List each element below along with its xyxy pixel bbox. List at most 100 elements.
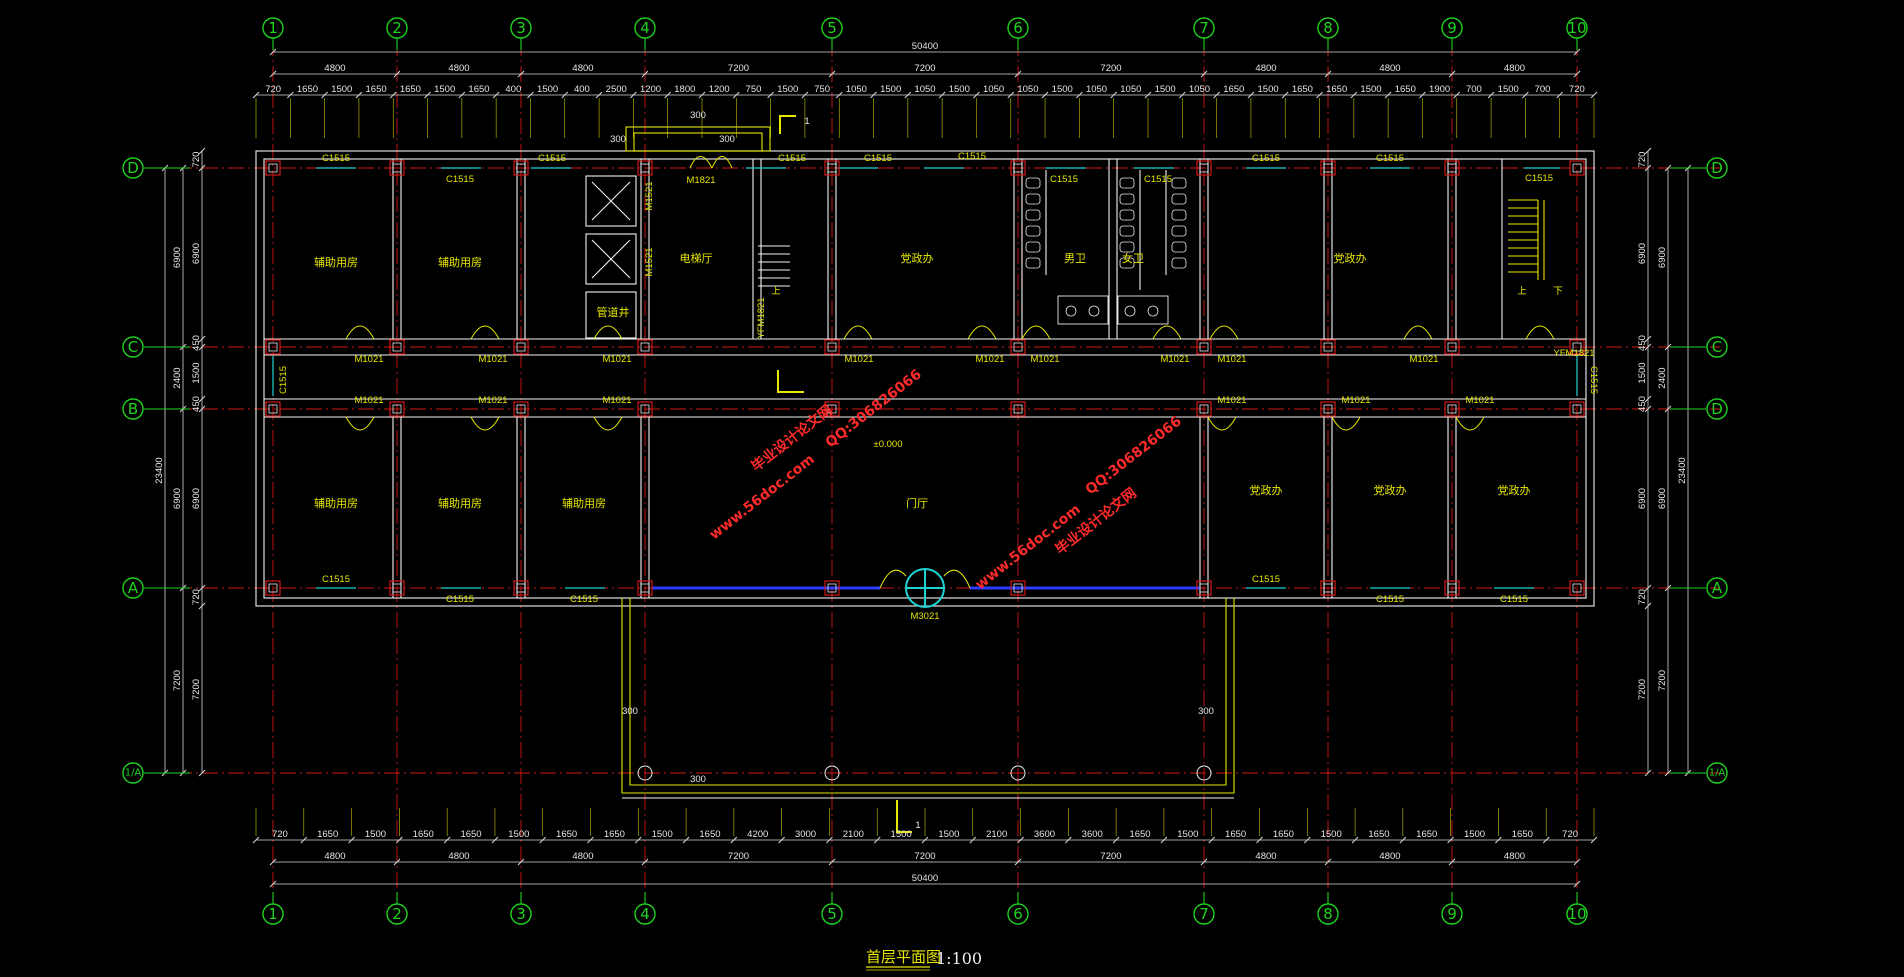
door-swing [967, 325, 997, 340]
toilet-fixture [1119, 225, 1135, 237]
dim-left-parts-label: 6900 [191, 488, 202, 509]
dim-bot-detail-label: 1500 [938, 829, 959, 840]
toilet-fixture [1171, 193, 1187, 205]
level-mark: ±0.000 [874, 439, 903, 450]
door-swing [470, 416, 500, 431]
section-marker [777, 370, 804, 393]
axis-bubble [1566, 903, 1588, 925]
front-porch-inner [629, 598, 1227, 786]
structural-column-core [1572, 583, 1582, 593]
dim-top-detail-tick [355, 91, 363, 99]
structural-column-core [516, 163, 526, 173]
dim-bot-detail-label: 1650 [1416, 829, 1437, 840]
axis-label-row: 1/A [125, 768, 142, 779]
dim-bot-detail-tick [396, 836, 403, 844]
dim-left-parts-tick [198, 405, 206, 413]
elevator-shaft [585, 233, 637, 285]
outer-wall-inner [263, 158, 1587, 599]
dim-top-detail-tick [938, 91, 946, 99]
structural-column [389, 160, 405, 176]
dim-top-detail-label: 700 [1466, 84, 1482, 95]
window-label: C1515 [446, 594, 474, 605]
axis-label-row: B [128, 400, 138, 418]
structural-column-core [640, 404, 650, 414]
dim-right-bays-tick [1664, 405, 1672, 413]
window-label: C1515 [570, 594, 598, 605]
door-swing [593, 416, 623, 431]
fire-door-label: YFM1821 [1553, 348, 1594, 359]
dim-top-total-tick [269, 48, 277, 56]
structural-column-core [268, 163, 278, 173]
dim-top-bays-tick [393, 70, 401, 78]
structural-column [1569, 580, 1585, 596]
dim-bot-bays-label: 4800 [324, 851, 345, 862]
toilet-fixture [1171, 177, 1187, 189]
dim-top-detail-tick [1110, 91, 1118, 99]
dim-top-detail-label: 1500 [434, 84, 455, 95]
door-label: M1021 [602, 354, 631, 365]
room-office-2: 党政办 [1334, 251, 1367, 265]
dim-top-detail-label: 700 [1535, 84, 1551, 95]
room-aux-1: 辅助用房 [314, 255, 358, 269]
dim-left-parts-label: 450 [191, 335, 202, 351]
dim-top-detail-tick [870, 91, 877, 99]
dim-bot-bays-tick [1324, 858, 1332, 866]
elevator-shaft [585, 175, 637, 227]
door-label: M1021 [478, 395, 507, 406]
axis-bubble [1193, 17, 1215, 39]
axis-bubble [510, 17, 532, 39]
dim-top-detail-tick [321, 91, 328, 99]
dim-right-bays-tick [1664, 769, 1672, 777]
dim-top-detail-label: 1650 [297, 84, 318, 95]
dim-left-parts-label: 1500 [191, 362, 202, 383]
dim-top-detail-label: 1650 [1326, 84, 1347, 95]
dim-left-parts-tick [198, 164, 206, 172]
watermark: 毕业设计论文网 www.56doc.com QQ:306826066 www.5… [707, 366, 1185, 593]
section-mark-label: 1 [804, 116, 809, 127]
window-label: C1515 [1500, 594, 1528, 605]
dim-right-parts-tick [1644, 405, 1652, 413]
structural-column-core [1447, 583, 1457, 593]
structural-column [513, 401, 529, 417]
dim-left-parts-tick [198, 584, 206, 592]
door-swing [470, 325, 500, 340]
dim-top-bays-label: 4800 [1379, 63, 1400, 74]
door-swing [345, 325, 375, 340]
dim-right-parts-tick [1644, 164, 1652, 172]
dim-top-detail-label: 750 [746, 84, 762, 95]
elevator-door-label: M1521 [644, 247, 655, 276]
dim-bot-bays-label: 4800 [1504, 851, 1525, 862]
dim-top-total-tick [1573, 48, 1581, 56]
dim-top-detail-label: 1200 [640, 84, 661, 95]
dim-bot-detail-label: 1650 [1129, 829, 1150, 840]
structural-column-core [392, 583, 402, 593]
dim-bot-detail-tick [1065, 836, 1072, 844]
dim-top-detail-label: 1500 [949, 84, 970, 95]
dim-top-detail-tick [1213, 91, 1220, 99]
dim-top-detail-label: 1500 [1498, 84, 1519, 95]
structural-column [1444, 580, 1460, 596]
axis-bubble [1317, 17, 1339, 39]
dim-right-parts-label: 6900 [1637, 243, 1648, 264]
dim-top-detail-tick [458, 91, 466, 99]
dim-top-detail-label: 720 [265, 84, 281, 95]
dim-bot-bays-label: 7200 [728, 851, 749, 862]
structural-column [1569, 160, 1585, 176]
room-office-1: 党政办 [901, 251, 934, 265]
dim-top-detail-label: 1200 [709, 84, 730, 95]
dim-top-detail-label: 1050 [1017, 84, 1038, 95]
dim-bot-detail-label: 1500 [1177, 829, 1198, 840]
dim-bot-detail-label: 1500 [1464, 829, 1485, 840]
structural-column [389, 401, 405, 417]
structural-column [1444, 339, 1460, 355]
dim-top-detail-tick [252, 91, 260, 99]
structural-column [1196, 401, 1212, 417]
structural-column-core [1013, 163, 1023, 173]
axis-label-2: 2 [392, 905, 402, 923]
dim-bot-detail-label: 1500 [891, 829, 912, 840]
window-label: C1515 [1252, 153, 1280, 164]
axis-bubble [1706, 157, 1728, 179]
dim-bot-bays-tick [517, 858, 525, 866]
structural-column [265, 580, 281, 596]
dim-top-detail-tick [1041, 91, 1049, 99]
